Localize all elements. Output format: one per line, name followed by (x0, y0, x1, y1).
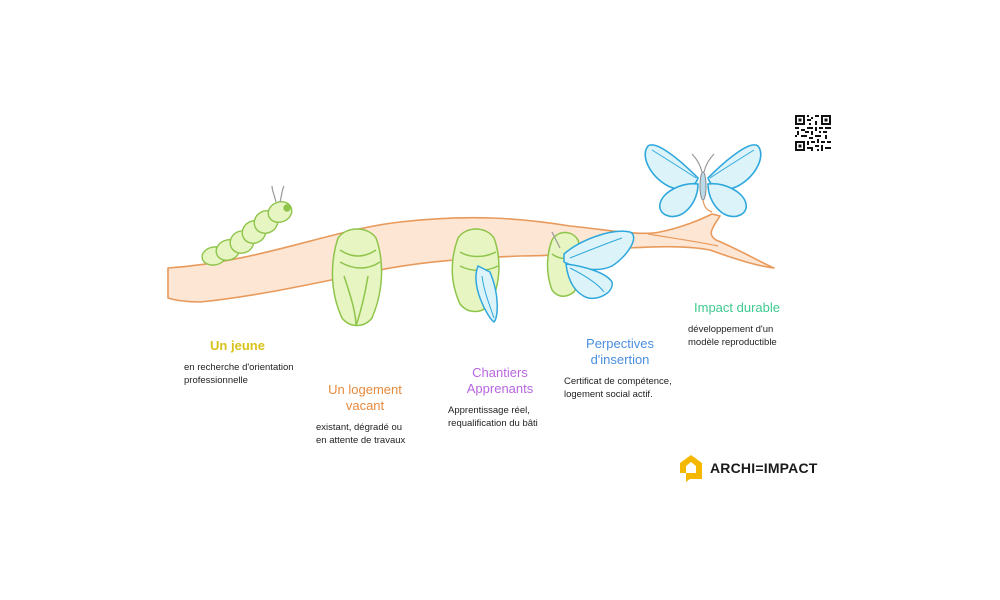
stage-description: Certificat de compétence, logement socia… (564, 376, 672, 400)
stage-impact-durable: Impact durable développement d'un modèle… (682, 300, 792, 349)
brand-name: ARCHI=IMPACT (710, 460, 818, 476)
stage-perspectives-insertion: Perpectives d'insertion Certificat de co… (560, 336, 680, 401)
stage-description: développement d'un modèle reproductible (688, 324, 777, 348)
stage-description: Apprentissage réel, requalification du b… (448, 405, 538, 429)
stage-title: Chantiers Apprenants (466, 365, 534, 396)
cocoon-icon (331, 228, 383, 327)
stage-description: existant, dégradé ou en attente de trava… (316, 422, 406, 446)
brand-right: IMPACT (763, 460, 818, 476)
house-logo-icon (680, 455, 702, 482)
stage-title: Impact durable (694, 300, 780, 315)
stage-title: Un logement vacant (328, 382, 402, 413)
stage-title: Perpectives d'insertion (586, 336, 654, 367)
stage-description: en recherche d'orientation professionnel… (184, 362, 294, 386)
archi-impact-logo: ARCHI=IMPACT (678, 452, 838, 484)
stage-logement-vacant: Un logement vacant existant, dégradé ou … (306, 382, 424, 447)
stage-title: Un jeune (210, 338, 265, 353)
stage-chantiers-apprenants: Chantiers Apprenants Apprentissage réel,… (440, 365, 560, 430)
brand-separator: = (755, 460, 764, 476)
brand-left: ARCHI (710, 460, 756, 476)
caterpillar-icon (201, 185, 293, 266)
qr-code-icon (795, 115, 831, 151)
stage-un-jeune: Un jeune en recherche d'orientation prof… (170, 338, 305, 387)
butterfly-emerging-icon (546, 230, 635, 300)
cocoon-opening-icon (451, 228, 500, 323)
branch-twig (647, 233, 719, 247)
butterfly-icon (644, 144, 762, 218)
